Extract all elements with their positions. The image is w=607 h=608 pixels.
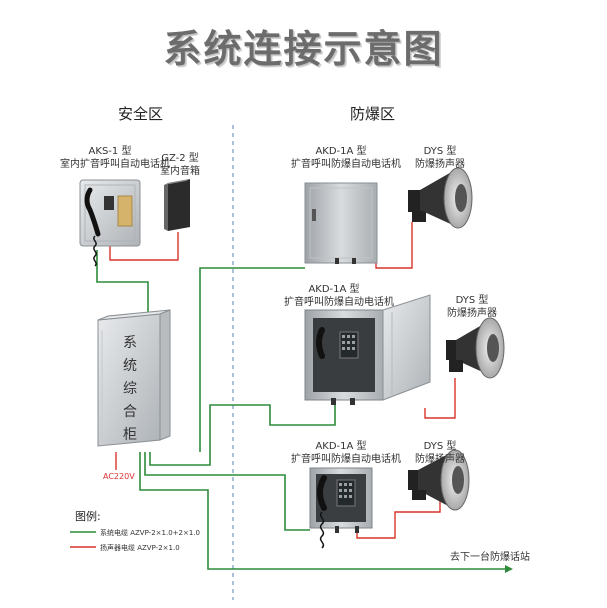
akd-1-label: AKD-1A 型 扩音呼叫防爆自动电话机 (291, 145, 401, 171)
dys-1-label: DYS 型 防爆扬声器 (400, 145, 480, 171)
aks-label: AKS-1 型 室内扩音呼叫自动电话机 (60, 145, 170, 171)
gz-label: GZ-2 型 室内音箱 (150, 152, 210, 178)
dys-speaker-1-illustration (408, 167, 473, 229)
system-cabinet-illustration (97, 309, 171, 447)
dys-3-name: 防爆扬声器 (415, 454, 465, 465)
system-cables (70, 250, 513, 573)
akd-1-name: 扩音呼叫防爆自动电话机 (291, 159, 401, 170)
dys-2-model: DYS 型 (455, 295, 489, 306)
cabinet-power: AC220V (103, 472, 135, 481)
dys-2-name: 防爆扬声器 (447, 308, 497, 319)
akd-2-name: 扩音呼叫防爆自动电话机 (284, 297, 394, 308)
zone-label-safe: 安全区 (118, 105, 164, 123)
dys-1-model: DYS 型 (423, 146, 457, 157)
gz-name: 室内音箱 (160, 166, 200, 177)
zone-label-explosion: 防爆区 (350, 105, 396, 123)
dys-1-name: 防爆扬声器 (415, 159, 465, 170)
gz-speaker-illustration (164, 179, 190, 231)
cabinet-name: 系统综合柜 (123, 335, 137, 443)
akd-phone-2-illustration (304, 294, 431, 405)
dys-3-label: DYS 型 防爆扬声器 (400, 440, 480, 466)
gz-model: GZ-2 型 (161, 153, 199, 164)
akd-3-label: AKD-1A 型 扩音呼叫防爆自动电话机 (291, 440, 401, 466)
dys-3-model: DYS 型 (423, 441, 457, 452)
legend-title: 图例: (75, 510, 101, 523)
aks-model: AKS-1 型 (88, 146, 132, 157)
legend-item-speaker-cable: 扬声器电缆 AZVP-2×1.0 (100, 544, 180, 552)
akd-2-label: AKD-1A 型 扩音呼叫防爆自动电话机 (284, 283, 394, 309)
aks-phone-illustration (79, 179, 141, 267)
akd-2-model: AKD-1A 型 (308, 284, 360, 295)
legend-item-system-cable: 系统电缆 AZVP-2×1.0+2×1.0 (100, 529, 200, 537)
dys-2-label: DYS 型 防爆扬声器 (432, 294, 512, 320)
akd-phone-1-illustration (304, 182, 378, 264)
akd-3-model: AKD-1A 型 (315, 441, 367, 452)
akd-1-model: AKD-1A 型 (315, 146, 367, 157)
dys-speaker-3-illustration (408, 449, 470, 511)
dys-speaker-2-illustration (446, 317, 505, 379)
akd-phone-3-illustration (309, 467, 373, 549)
diagram-title: 系统连接示意图 (163, 27, 444, 71)
akd-3-name: 扩音呼叫防爆自动电话机 (291, 454, 401, 465)
speaker-cables (70, 222, 456, 548)
aks-name: 室内扩音呼叫自动电话机 (60, 159, 170, 170)
next-station-label: 去下一台防爆话站 (450, 552, 530, 563)
